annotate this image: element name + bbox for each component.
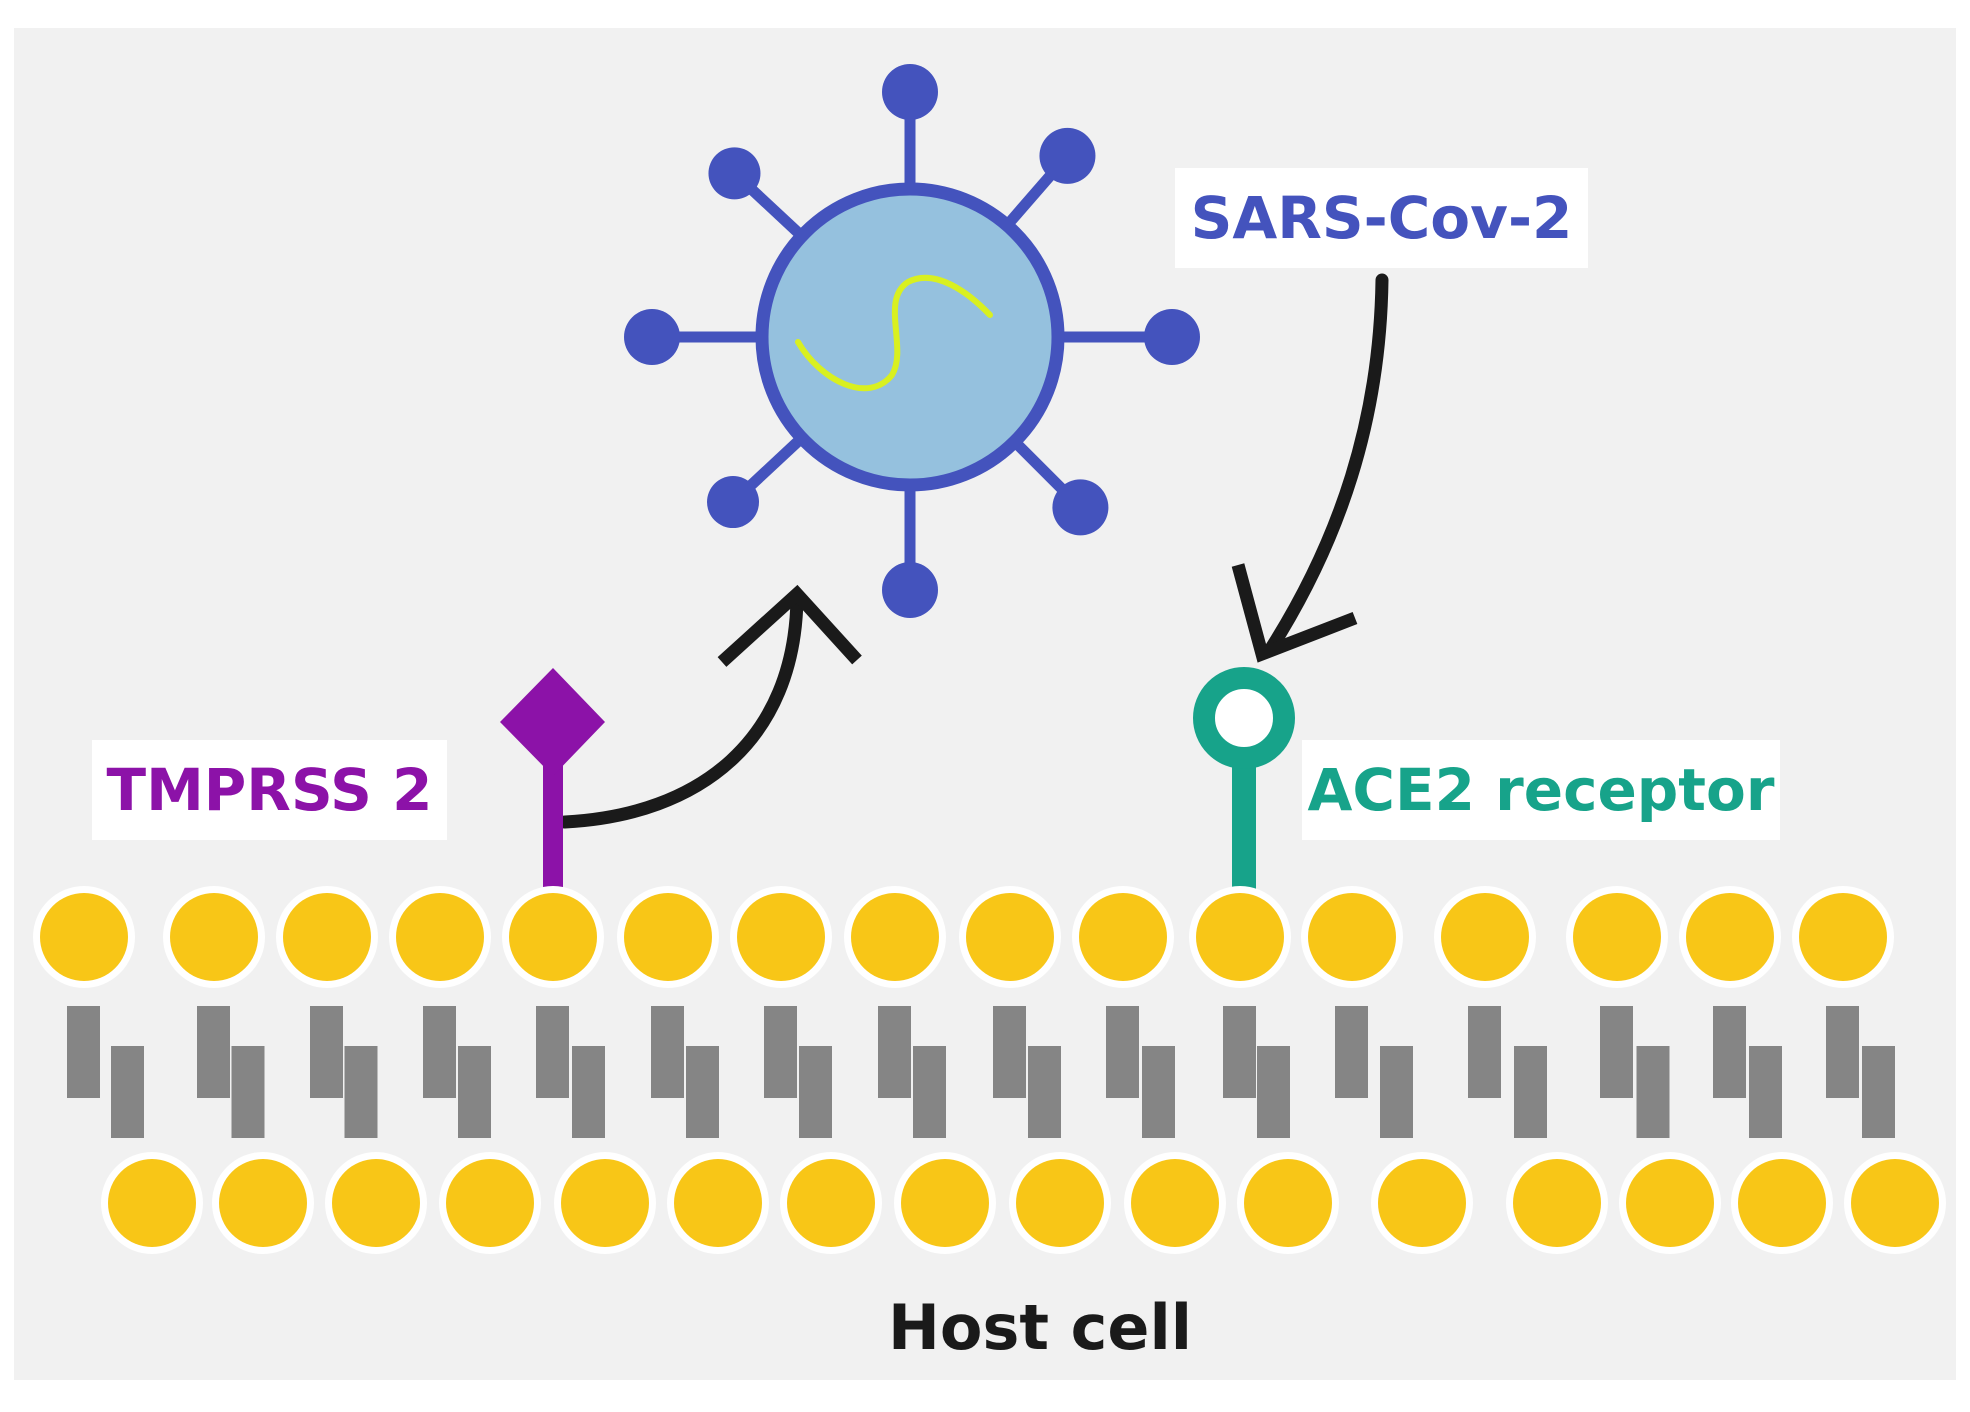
- lipid-tail: [423, 1006, 456, 1098]
- lipid-head: [674, 1159, 762, 1247]
- lipid-head: [396, 893, 484, 981]
- lipid-tail: [1713, 1006, 1746, 1098]
- ace2-stem: [1232, 750, 1256, 890]
- virus-to-ace2-arrow: [1231, 273, 1389, 663]
- lipid-tail: [197, 1006, 230, 1098]
- lipid-tail: [310, 1006, 343, 1098]
- lipid-tail: [536, 1006, 569, 1098]
- host-cell-label: Host cell: [888, 1290, 1192, 1364]
- lipid-tail: [1749, 1046, 1782, 1138]
- lipid-tail: [572, 1046, 605, 1138]
- lipid-tail: [231, 1046, 265, 1138]
- lipid-head: [1626, 1159, 1714, 1247]
- tmprss-to-virus-arrow-shaft: [558, 591, 804, 829]
- lipid-tail: [1380, 1046, 1413, 1138]
- lipid-tail: [1335, 1006, 1368, 1098]
- lipid-tail: [764, 1006, 797, 1098]
- lipid-head: [1686, 893, 1774, 981]
- sars-cov-2-label: SARS-Cov-2: [1175, 168, 1588, 268]
- lipid-head: [1196, 893, 1284, 981]
- lipid-head: [1573, 893, 1661, 981]
- lipid-head: [1131, 1159, 1219, 1247]
- lipid-head: [332, 1159, 420, 1247]
- lipid-head: [787, 1159, 875, 1247]
- lipid-tail: [686, 1046, 719, 1138]
- virus-spike-tip: [882, 562, 938, 618]
- lipid-head: [1738, 1159, 1826, 1247]
- lipid-tail: [1223, 1006, 1256, 1098]
- lipid-tail: [1257, 1046, 1290, 1138]
- lipid-head: [1851, 1159, 1939, 1247]
- lipid-tails: [67, 1006, 1895, 1138]
- virus-to-ace2-arrow-head: [1231, 563, 1358, 663]
- virus-envelope: [755, 182, 1065, 492]
- lipid-head: [446, 1159, 534, 1247]
- virus-to-ace2-arrow-shaft: [1263, 273, 1389, 657]
- lipid-head: [1378, 1159, 1466, 1247]
- virus-spike-tip: [707, 476, 760, 529]
- ace2-ring-head: [1193, 667, 1295, 769]
- lipid-tail: [67, 1006, 100, 1098]
- lipid-head: [1799, 893, 1887, 981]
- lipid-head: [170, 893, 258, 981]
- tmprss2-protein: [500, 668, 605, 890]
- lipid-head: [219, 1159, 307, 1247]
- virus-particle: [624, 64, 1200, 618]
- virus-spike-tip: [708, 147, 761, 200]
- ace2-receptor: [1193, 667, 1295, 890]
- lipid-head: [851, 893, 939, 981]
- lipid-tail: [1028, 1046, 1061, 1138]
- lipid-heads-inner-layer: [101, 1152, 1946, 1254]
- tmprss-to-virus-arrow: [558, 584, 862, 829]
- lipid-tail: [1862, 1046, 1895, 1138]
- virus-spike-tip: [882, 64, 938, 120]
- host-cell-membrane: [33, 886, 1946, 1254]
- virus-spike-tip: [1144, 309, 1200, 365]
- lipid-head: [1244, 1159, 1332, 1247]
- tmprss2-diamond-head: [500, 668, 605, 776]
- lipid-tail: [1826, 1006, 1859, 1098]
- lipid-head: [108, 1159, 196, 1247]
- lipid-tail: [878, 1006, 911, 1098]
- lipid-tail: [993, 1006, 1026, 1098]
- lipid-tail: [1514, 1046, 1547, 1138]
- ace2-receptor-label: ACE2 receptor: [1302, 740, 1780, 840]
- virus-spike-tip: [1039, 127, 1096, 184]
- lipid-tail: [111, 1046, 144, 1138]
- lipid-head: [1441, 893, 1529, 981]
- lipid-head: [737, 893, 825, 981]
- tmprss-to-virus-arrow-head: [717, 584, 862, 667]
- lipid-head: [1308, 893, 1396, 981]
- lipid-head: [1513, 1159, 1601, 1247]
- virus-rna-strand: [795, 274, 993, 392]
- lipid-head: [1016, 1159, 1104, 1247]
- lipid-tail: [1142, 1046, 1175, 1138]
- tmprss2-label: TMPRSS 2: [92, 740, 447, 840]
- lipid-tail: [344, 1046, 378, 1138]
- virus-spike-tip: [624, 309, 680, 365]
- lipid-tail: [913, 1046, 946, 1138]
- lipid-head: [509, 893, 597, 981]
- virus-spikes: [624, 64, 1200, 618]
- lipid-tail: [651, 1006, 684, 1098]
- lipid-tail: [1468, 1006, 1501, 1098]
- lipid-head: [901, 1159, 989, 1247]
- lipid-head: [966, 893, 1054, 981]
- lipid-tail: [1106, 1006, 1139, 1098]
- lipid-head: [283, 893, 371, 981]
- lipid-head: [1079, 893, 1167, 981]
- lipid-tail: [799, 1046, 832, 1138]
- lipid-head: [561, 1159, 649, 1247]
- lipid-head: [624, 893, 712, 981]
- lipid-heads-outer-layer: [33, 886, 1894, 988]
- lipid-tail: [458, 1046, 491, 1138]
- lipid-head: [40, 893, 128, 981]
- lipid-tail: [1600, 1006, 1633, 1098]
- virus-spike-tip: [1052, 479, 1109, 536]
- lipid-tail: [1636, 1046, 1670, 1138]
